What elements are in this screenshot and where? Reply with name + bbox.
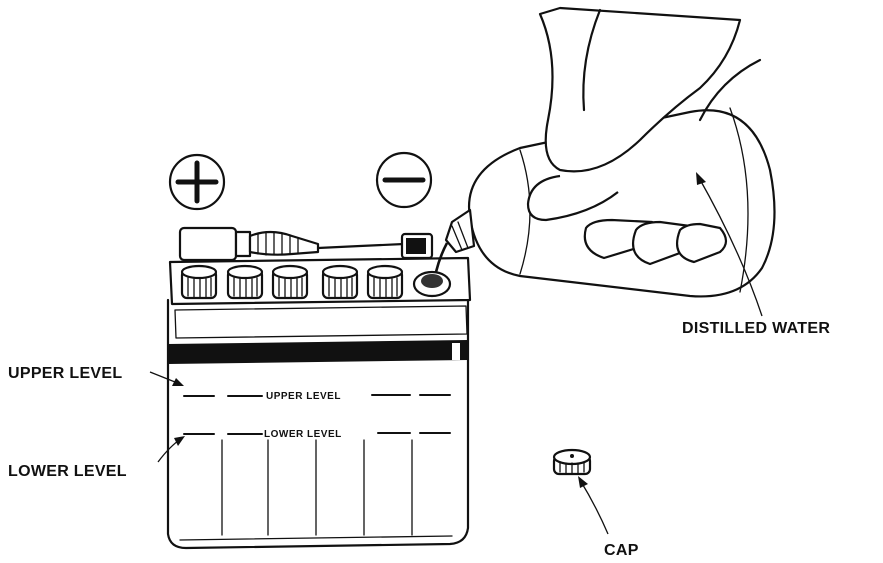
negative-terminal bbox=[402, 234, 432, 258]
lower-level-label: LOWER LEVEL bbox=[8, 463, 127, 480]
cell-caps bbox=[182, 266, 450, 298]
negative-terminal-symbol: − bbox=[0, 0, 431, 207]
battery: UPPER LEVEL LOWER LEVEL bbox=[168, 228, 470, 548]
loose-cap bbox=[554, 450, 590, 474]
positive-terminal bbox=[180, 228, 404, 260]
cap-label: CAP bbox=[604, 542, 639, 559]
battery-lower-level-marking: LOWER LEVEL bbox=[264, 429, 342, 440]
distilled-water-label: DISTILLED WATER bbox=[682, 320, 830, 337]
upper-level-label: UPPER LEVEL bbox=[8, 365, 122, 382]
positive-terminal-symbol: + bbox=[0, 0, 224, 209]
battery-upper-level-marking: UPPER LEVEL bbox=[266, 391, 341, 402]
